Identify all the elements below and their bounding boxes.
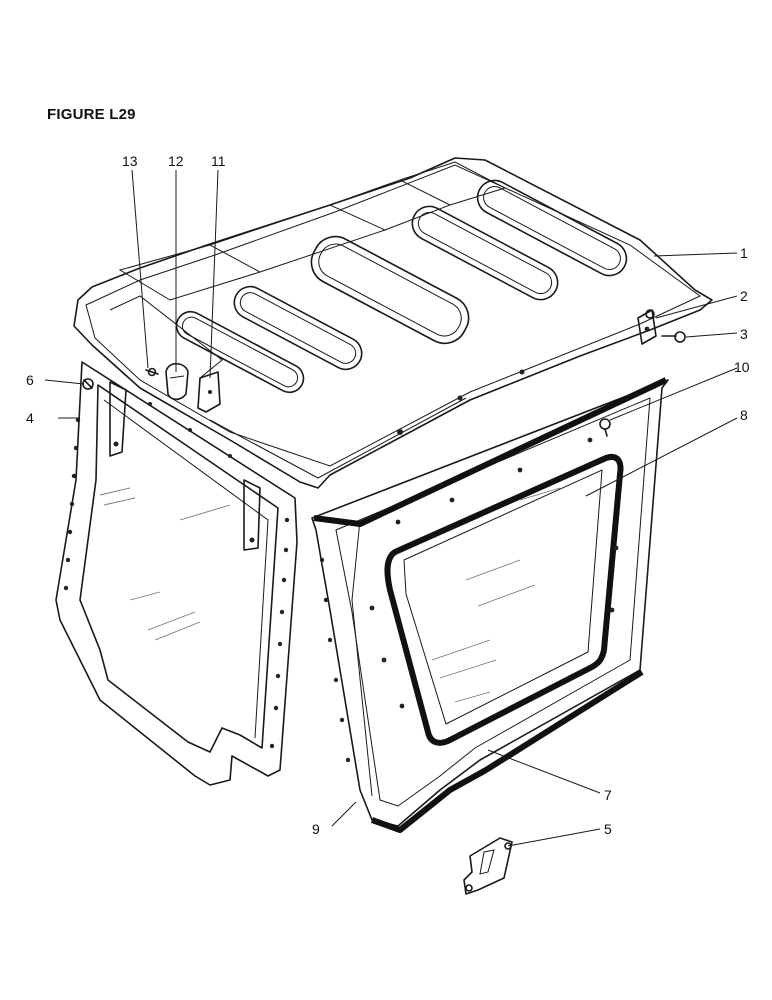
callout-7: 7 xyxy=(604,787,612,803)
callout-labels: 1 2 3 4 5 6 7 8 9 10 11 12 13 xyxy=(26,153,750,837)
catch-bracket xyxy=(463,837,513,895)
callout-1: 1 xyxy=(740,245,748,261)
callout-13: 13 xyxy=(122,153,138,169)
latch-screw xyxy=(145,367,159,377)
callout-12: 12 xyxy=(168,153,184,169)
callout-3: 3 xyxy=(740,326,748,342)
roof-front-bracket xyxy=(109,295,223,379)
bolt xyxy=(661,331,686,343)
side-panel xyxy=(311,377,669,833)
latch-plate xyxy=(197,371,221,413)
latch-knob xyxy=(165,362,189,401)
roof-panel xyxy=(73,157,713,489)
callout-11: 11 xyxy=(211,153,226,169)
callout-9: 9 xyxy=(312,821,320,837)
callout-8: 8 xyxy=(740,407,748,423)
leader-lines xyxy=(44,169,738,847)
front-window-frame xyxy=(55,361,298,786)
figure-title: FIGURE L29 xyxy=(47,106,136,123)
panel-bolt xyxy=(599,418,611,437)
callout-10: 10 xyxy=(734,359,750,375)
callout-5: 5 xyxy=(604,821,612,837)
screw xyxy=(82,378,94,390)
roof-bracket xyxy=(637,309,657,345)
callout-6: 6 xyxy=(26,372,34,388)
callout-4: 4 xyxy=(26,410,34,426)
callout-2: 2 xyxy=(740,288,748,304)
